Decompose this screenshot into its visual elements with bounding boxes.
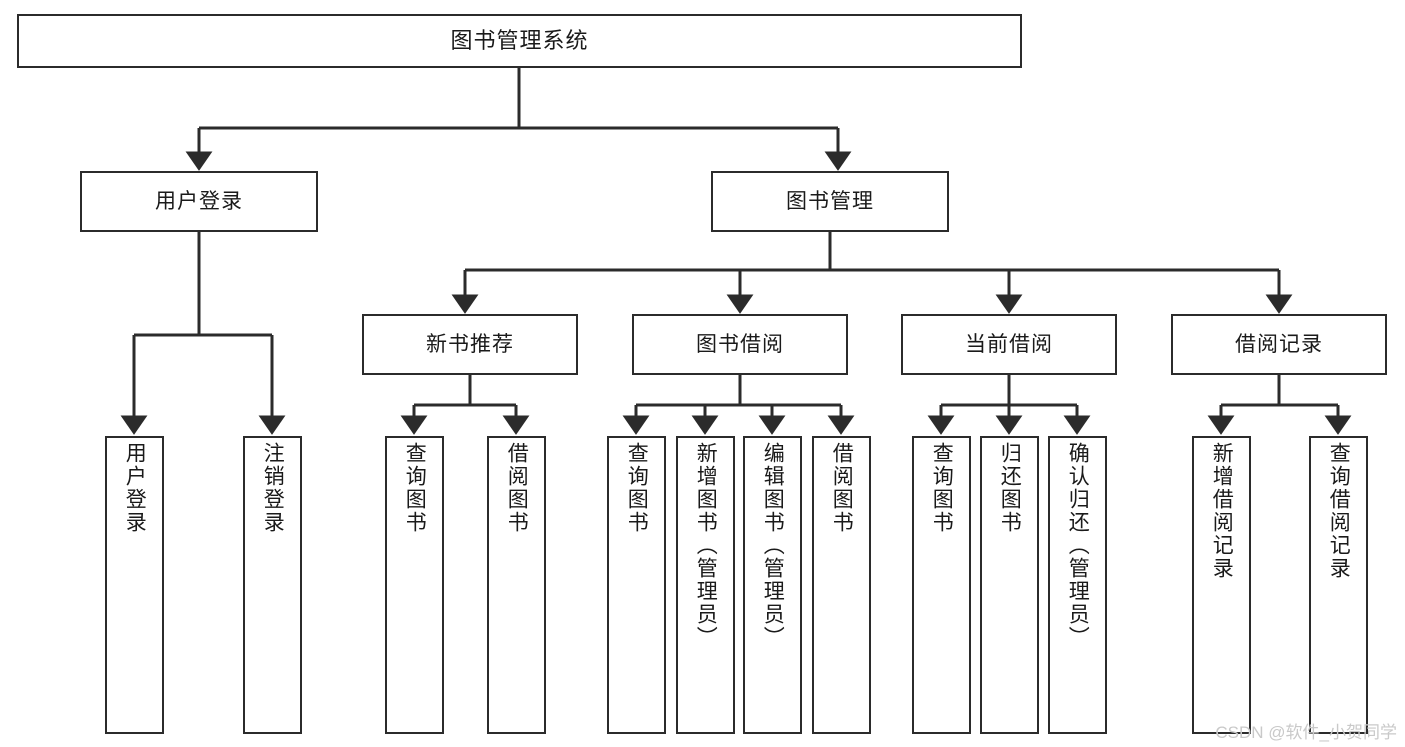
node-label: 查询图书 xyxy=(930,442,954,534)
leaf-current-borrow-query[interactable]: 查询图书 xyxy=(912,436,971,734)
node-borrow-record[interactable]: 借阅记录 xyxy=(1171,314,1387,375)
node-label: 查询图书 xyxy=(625,442,649,534)
node-label: 确认归还（管理员） xyxy=(1066,442,1090,649)
node-label: 借阅记录 xyxy=(1235,332,1323,356)
node-book-management[interactable]: 图书管理 xyxy=(711,171,949,232)
node-label: 注销登录 xyxy=(261,442,285,534)
node-label: 用户登录 xyxy=(123,442,147,534)
node-user-login[interactable]: 用户登录 xyxy=(80,171,318,232)
node-label: 图书管理 xyxy=(786,189,874,213)
node-label: 查询借阅记录 xyxy=(1327,442,1351,580)
node-label: 当前借阅 xyxy=(965,332,1053,356)
node-label: 借阅图书 xyxy=(505,442,529,534)
node-label: 新增图书（管理员） xyxy=(694,442,718,649)
node-label: 图书管理系统 xyxy=(450,27,589,53)
node-label: 用户登录 xyxy=(155,189,243,213)
leaf-borrow-record-add[interactable]: 新增借阅记录 xyxy=(1192,436,1251,734)
leaf-new-book-borrow[interactable]: 借阅图书 xyxy=(487,436,546,734)
leaf-book-borrow-borrow[interactable]: 借阅图书 xyxy=(812,436,871,734)
leaf-book-borrow-query[interactable]: 查询图书 xyxy=(607,436,666,734)
node-label: 查询图书 xyxy=(403,442,427,534)
leaf-user-login-logout[interactable]: 注销登录 xyxy=(243,436,302,734)
node-label: 编辑图书（管理员） xyxy=(761,442,785,649)
leaf-current-borrow-return[interactable]: 归还图书 xyxy=(980,436,1039,734)
leaf-new-book-query[interactable]: 查询图书 xyxy=(385,436,444,734)
node-root-book-management-system[interactable]: 图书管理系统 xyxy=(17,14,1022,68)
node-current-borrow[interactable]: 当前借阅 xyxy=(901,314,1117,375)
leaf-book-borrow-edit[interactable]: 编辑图书（管理员） xyxy=(743,436,802,734)
node-label: 图书借阅 xyxy=(696,332,784,356)
node-new-book-recommend[interactable]: 新书推荐 xyxy=(362,314,578,375)
leaf-user-login-login[interactable]: 用户登录 xyxy=(105,436,164,734)
node-label: 新书推荐 xyxy=(426,332,514,356)
leaf-current-borrow-confirm-return[interactable]: 确认归还（管理员） xyxy=(1048,436,1107,734)
node-label: 借阅图书 xyxy=(830,442,854,534)
node-label: 新增借阅记录 xyxy=(1210,442,1234,580)
leaf-borrow-record-query[interactable]: 查询借阅记录 xyxy=(1309,436,1368,734)
node-book-borrow[interactable]: 图书借阅 xyxy=(632,314,848,375)
node-label: 归还图书 xyxy=(998,442,1022,534)
leaf-book-borrow-add[interactable]: 新增图书（管理员） xyxy=(676,436,735,734)
